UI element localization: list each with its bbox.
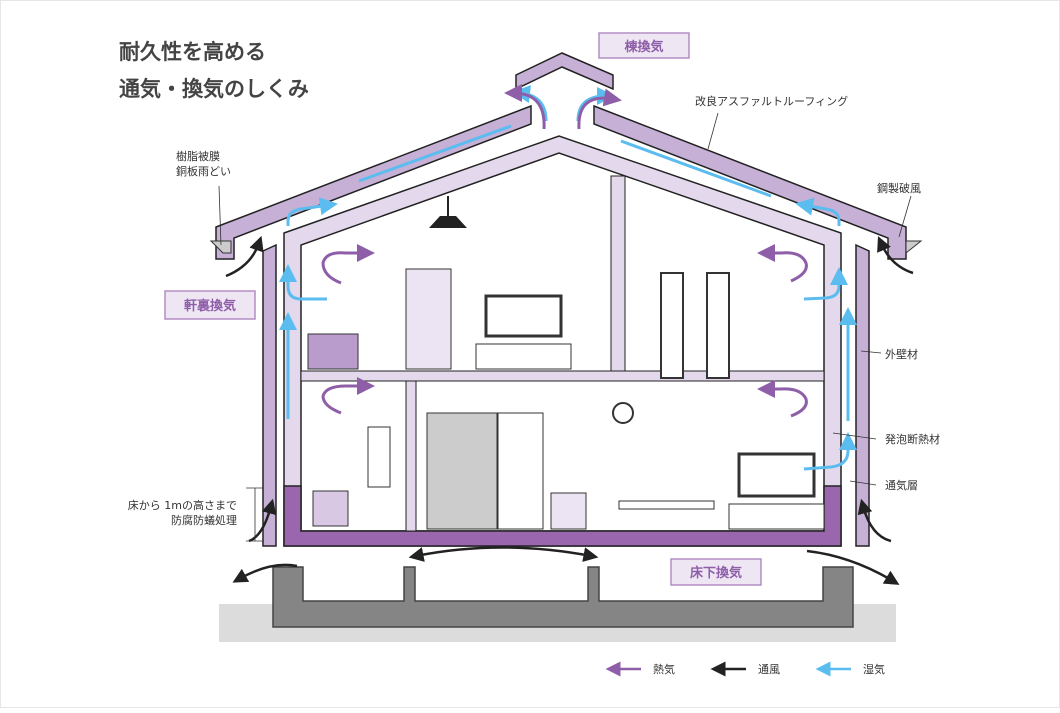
gutter-right (905, 240, 923, 255)
termite-label-line1: 床から 1mの高さまで (128, 498, 237, 512)
airflow-arrows (225, 235, 914, 585)
insulation-label: 発泡断熱材 (885, 432, 940, 446)
door-icon (405, 268, 452, 370)
gutter-label-line1: 樹脂被膜 (176, 149, 220, 163)
clock-icon (612, 402, 634, 424)
underfloor-vent-label: 床下換気 (690, 565, 742, 581)
tv-downstairs-icon (737, 452, 816, 498)
eaves-vent-label: 軒裏換気 (184, 298, 236, 314)
callout-lines (218, 112, 912, 542)
air-layer-label: 通気層 (885, 478, 918, 492)
window-icon (706, 272, 730, 379)
pendant-light-icon (429, 216, 467, 228)
tv-cabinet-icon (728, 503, 825, 530)
roof-left (215, 104, 532, 260)
mirror-icon (367, 426, 391, 488)
gutter-left (209, 240, 232, 254)
title-line1: 耐久性を高める (119, 40, 266, 64)
shelf-icon (426, 412, 498, 530)
gutter-label-line2: 銅板雨どい (176, 164, 231, 178)
counter-icon (550, 492, 587, 530)
desk-icon (307, 333, 359, 370)
foundation (272, 566, 854, 628)
upper-partition (610, 175, 626, 372)
lower-partition (405, 380, 417, 532)
roofing-label: 改良アスファルトルーフィング (695, 94, 848, 108)
roof-right (593, 104, 907, 260)
title-line2: 通気・換気のしくみ (119, 77, 309, 101)
exterior-wall-right (855, 243, 870, 547)
ridge-vent-box (598, 32, 690, 59)
second-floor-slab (300, 370, 825, 382)
heat-flow-arrows (321, 84, 808, 418)
termite-label-line2: 防腐防蟻処理 (171, 513, 237, 527)
dining-table-icon (618, 500, 715, 510)
legend-airflow-label: 通風 (758, 663, 780, 676)
exterior-wall-left (262, 243, 277, 547)
refrigerator-icon (497, 412, 544, 530)
tv-stand-icon (475, 343, 572, 370)
window-icon (660, 272, 684, 379)
tv-upstairs-icon (484, 294, 563, 338)
barge-label: 鋼製破風 (877, 181, 921, 195)
ridge-vent-label: 棟換気 (624, 39, 663, 55)
underfloor-vent-box (670, 558, 762, 586)
exterior-wall-label: 外壁材 (885, 347, 918, 361)
eaves-vent-box (164, 290, 256, 320)
legend-moisture-label: 湿気 (863, 662, 885, 676)
floor-slab (283, 485, 842, 547)
bathtub-icon (312, 490, 349, 527)
legend-heat-label: 熱気 (653, 662, 675, 676)
legend: 熱気 通風 湿気 (605, 661, 885, 677)
